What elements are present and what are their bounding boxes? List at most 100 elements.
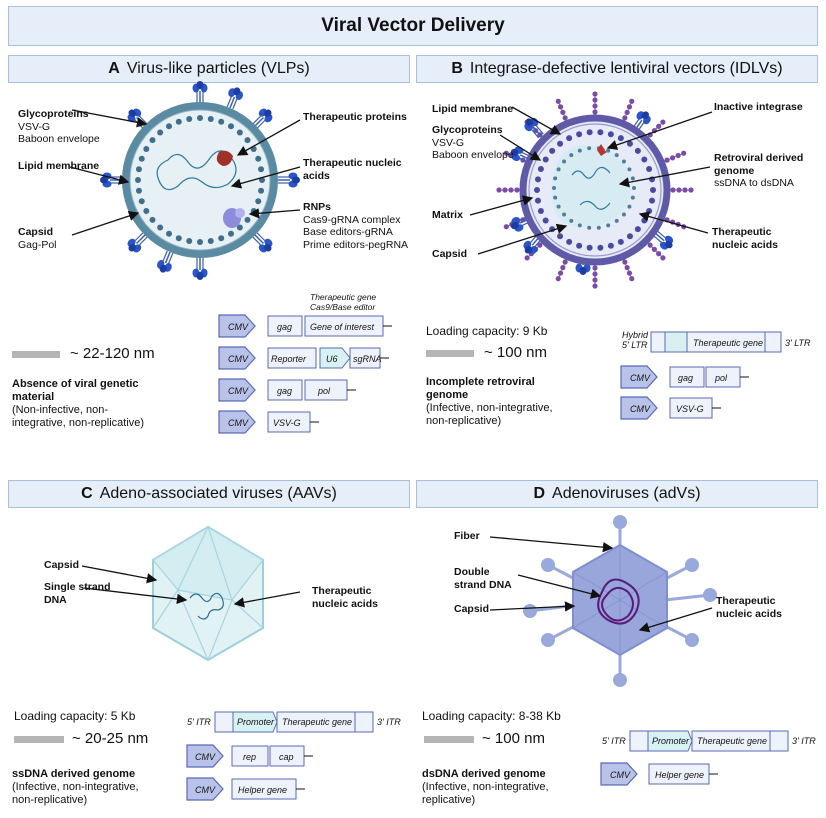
construct-label: cap: [279, 752, 294, 762]
rnp-icon: [223, 208, 245, 228]
cmv-promoter-icon: [218, 346, 256, 370]
vlp-arrows: [69, 109, 301, 236]
vlp-constructs: [218, 314, 392, 434]
idlv-size: ~ 100 nm: [484, 344, 547, 361]
adv-capsid-label: Capsid: [454, 603, 490, 615]
construct-label: CMV: [610, 770, 630, 780]
section-name: Adeno-associated viruses (AAVs): [99, 485, 337, 502]
construct-label: Helper gene: [655, 770, 705, 780]
construct-label: pol: [715, 373, 728, 383]
adv-constructs: [600, 730, 789, 786]
aav-scale-bar: [14, 736, 64, 743]
construct-label: gag: [277, 386, 293, 396]
construct-label: 5' ITR: [602, 736, 626, 746]
construct-label: CMV: [630, 373, 650, 383]
section-name: Virus-like particles (VLPs): [126, 60, 310, 77]
construct-label: Promoter: [237, 717, 275, 727]
vlp-scale-bar: [12, 351, 60, 358]
aav-size: ~ 20-25 nm: [72, 730, 149, 747]
idlv-arrows: [469, 106, 713, 255]
construct-label: U6: [326, 354, 338, 364]
vlp-particle: [99, 80, 301, 281]
construct-label: gag: [277, 322, 293, 332]
section-letter: C: [81, 485, 93, 502]
construct-label: Therapeutic gene: [697, 736, 768, 746]
construct-label: 3' ITR: [377, 717, 401, 727]
cmv-promoter-icon: [218, 410, 256, 434]
idlv-scale-bar: [426, 350, 474, 357]
construct-label: 5' ITR: [187, 717, 211, 727]
cmv-promoter-icon: [620, 396, 658, 420]
section-letter: A: [108, 60, 120, 77]
construct-label: CMV: [195, 785, 215, 795]
cmv-promoter-icon: [186, 777, 224, 801]
cmv-promoter-icon: [218, 314, 256, 338]
construct-label: pol: [318, 386, 331, 396]
idlv-lipid-label: Lipid membrane: [432, 103, 514, 115]
idlv-integrase-label: Inactive integrase: [714, 101, 803, 113]
construct-label: sgRNA: [353, 354, 382, 364]
idlv-matrix-label: Matrix: [432, 209, 463, 221]
construct-label: CMV: [228, 322, 248, 332]
section-letter: B: [451, 60, 463, 77]
construct-label: 3' ITR: [792, 736, 816, 746]
adv-loading-capacity: Loading capacity: 8-38 Kb: [422, 709, 561, 723]
idlv-particle: [495, 90, 695, 290]
adv-scale-bar: [424, 736, 474, 743]
construct-label: Promoter: [652, 736, 690, 746]
construct-label: 3' LTR: [785, 338, 811, 348]
aav-constructs: [186, 711, 374, 801]
construct-label: Therapeutic gene: [693, 338, 764, 348]
construct-label: CMV: [195, 752, 215, 762]
section-name: Adenoviruses (adVs): [552, 485, 701, 502]
section-header-b: B Integrase-defective lentiviral vectors …: [416, 55, 818, 83]
construct-label: CMV: [228, 418, 248, 428]
adv-size: ~ 100 nm: [482, 730, 545, 747]
section-header-d: D Adenoviruses (adVs): [416, 480, 818, 508]
construct-label: rep: [243, 752, 257, 762]
integrase-icon: [597, 144, 607, 156]
cmv-promoter-icon: [218, 378, 256, 402]
section-name: Integrase-defective lentiviral vectors (…: [469, 60, 783, 77]
construct-label: CMV: [228, 354, 248, 364]
construct-label: Therapeutic gene: [282, 717, 353, 727]
cmv-promoter-icon: [186, 744, 224, 768]
aav-capsid-label: Capsid: [44, 559, 80, 571]
section-header-a: A Virus-like particles (VLPs): [8, 55, 410, 83]
construct-label: CMV: [630, 404, 650, 414]
cmv-promoter-icon: [600, 762, 638, 786]
section-header-c: C Adeno-associated viruses (AAVs): [8, 480, 410, 508]
adv-arrows: [489, 536, 713, 633]
aav-loading-capacity: Loading capacity: 5 Kb: [14, 709, 136, 723]
section-letter: D: [533, 485, 546, 502]
adv-fiber-label: Fiber: [454, 530, 480, 542]
construct-label: Gene of interest: [310, 322, 375, 332]
idlv-loading-capacity: Loading capacity: 9 Kb: [426, 324, 548, 338]
figure-title: Viral Vector Delivery: [8, 6, 818, 46]
aav-particle: [152, 525, 264, 662]
construct-label: Reporter: [271, 354, 307, 364]
adv-particle: [523, 515, 717, 687]
vlp-lipid-label: Lipid membrane: [18, 160, 100, 172]
vlp-size: ~ 22-120 nm: [70, 345, 155, 362]
construct-label: gag: [678, 373, 694, 383]
aav-arrows: [81, 565, 301, 608]
vlp-therapeutic-proteins-label: Therapeutic proteins: [303, 111, 407, 123]
adv-description: dsDNA derived genome(Infective, non-inte…: [422, 768, 549, 806]
